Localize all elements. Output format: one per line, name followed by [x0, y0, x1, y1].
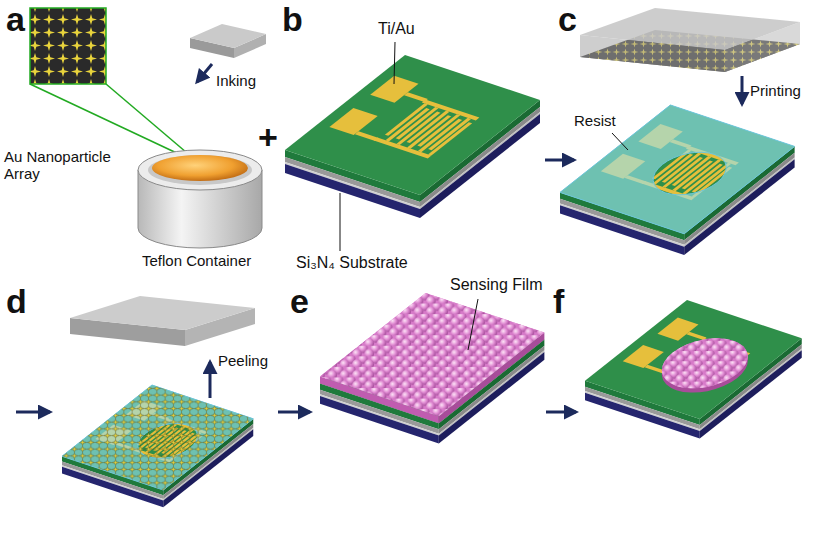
chip-with-printed-array [62, 385, 253, 507]
step-arrow [16, 411, 50, 414]
panel-letter: d [6, 282, 27, 321]
part-label: Sensing Film [450, 276, 542, 294]
panel-letter: e [290, 282, 309, 321]
step-label: Peeling [218, 352, 268, 369]
plus-sign: + [258, 118, 278, 157]
step-label: Inking [216, 72, 256, 89]
inking-arrow [197, 64, 212, 82]
leader-line [340, 193, 341, 251]
stamp-with-array [580, 8, 800, 72]
panel-letter: b [282, 0, 303, 39]
panel-letter: a [6, 0, 25, 39]
peeling-arrow [209, 362, 212, 398]
inset-nanoparticle-array [30, 8, 200, 164]
step-label: Printing [750, 82, 801, 99]
stamp-block [70, 296, 255, 346]
part-label: Ti/Au [378, 20, 415, 38]
printing-arrow [741, 76, 744, 104]
sensor-chip [285, 55, 540, 218]
teflon-container [138, 150, 262, 248]
part-label: Si₃N₄ Substrate [296, 254, 408, 272]
leader-line [468, 299, 478, 350]
step-arrow [278, 411, 310, 414]
finished-sensor [581, 296, 806, 439]
part-label: Au Nanoparticle Array [4, 148, 126, 183]
step-arrow [546, 411, 576, 414]
leader-line [394, 42, 395, 84]
step-arrow [545, 159, 574, 162]
sensor-chip-with-resist [560, 105, 795, 255]
leader-line [612, 133, 628, 150]
stamp-block [190, 24, 266, 58]
panel-letter: c [558, 0, 577, 39]
part-label: Resist [574, 112, 616, 129]
panel-letter: f [553, 282, 564, 321]
chip-with-sensing-film [316, 289, 549, 444]
part-label: Teflon Container [142, 252, 251, 269]
